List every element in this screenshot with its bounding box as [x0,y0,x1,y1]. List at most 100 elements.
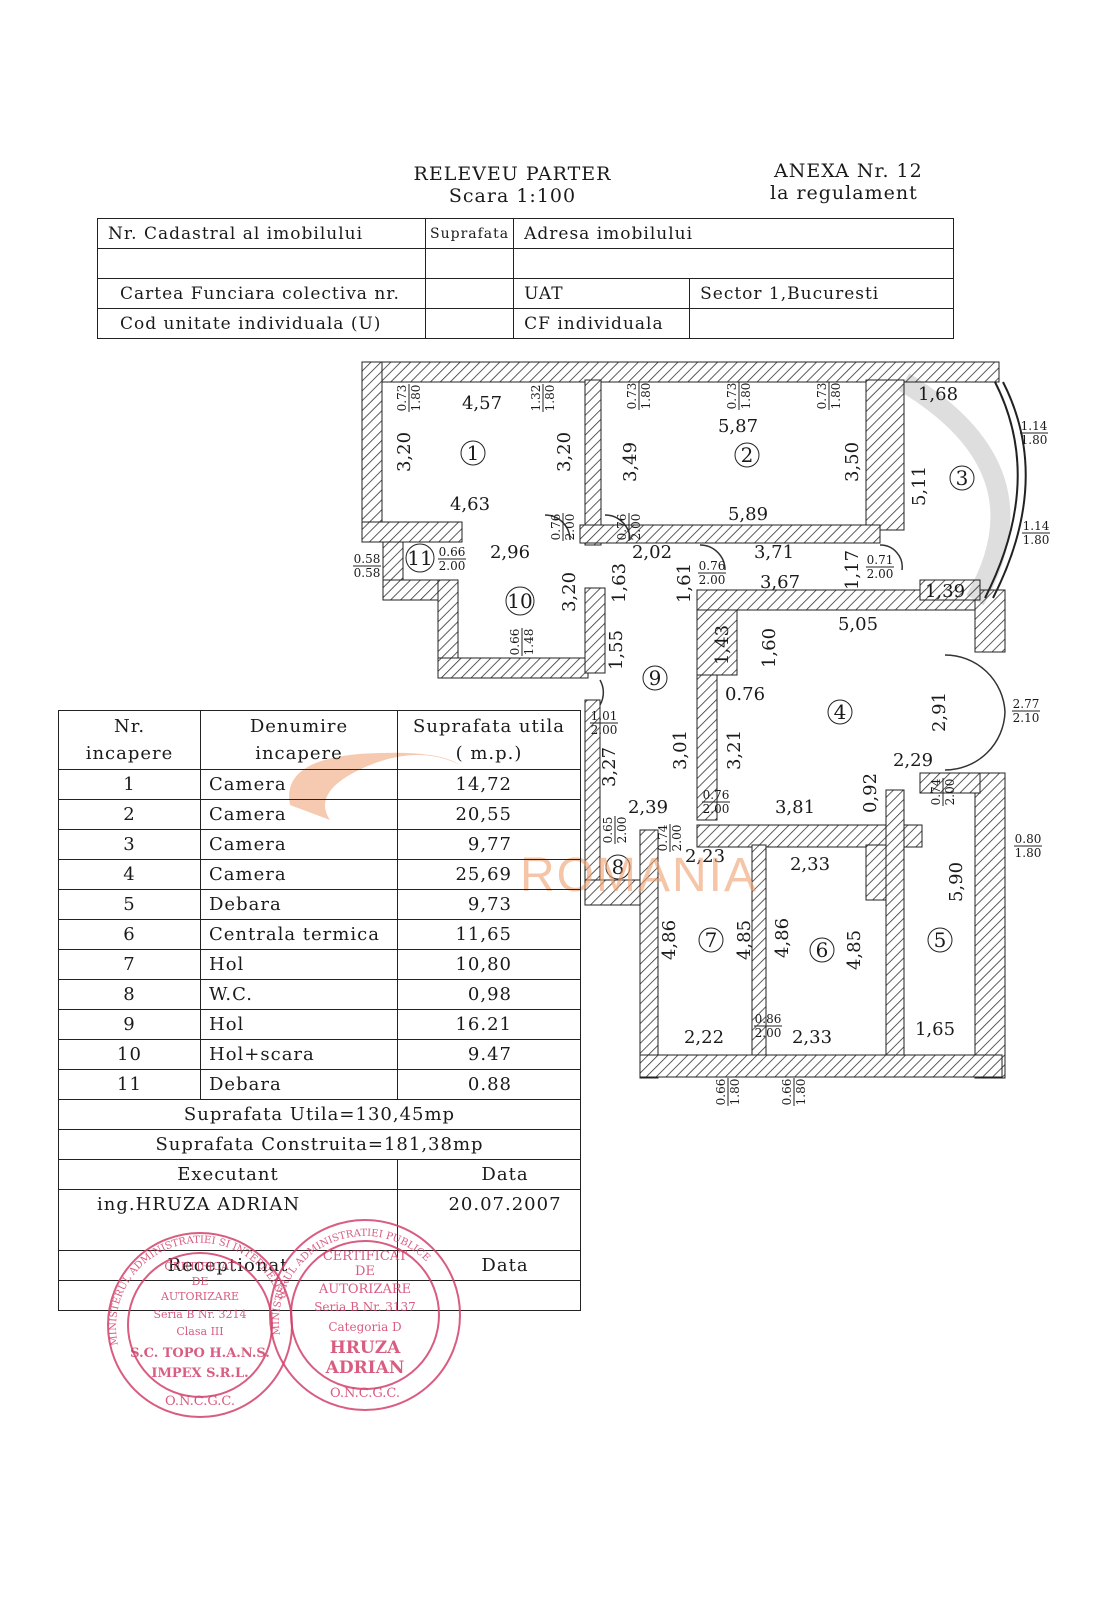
stamp1-line: IMPEX S.R.L. [151,1366,248,1381]
dim-label: 3,20 [394,432,415,472]
dim-label: 1,61 [674,563,695,603]
dim-label: 2,91 [929,692,950,732]
dim-label: 1,60 [759,628,780,668]
dim-label: 3,27 [599,747,620,787]
opening-width: 0.76 [615,514,629,541]
room-labels: 1 2 3 4 5 6 7 8 9 10 11 [405,440,975,963]
opening-width: 0.76 [699,559,726,573]
info-table: Nr. Cadastral al imobilului Suprafata Ad… [97,218,954,339]
dim-label: 2,23 [685,846,725,867]
opening-width: 0.71 [867,553,894,567]
legend-table: Nr. incapere Denumire incapere Suprafata… [58,710,581,1311]
dim-label: 5,89 [728,504,768,525]
room-2-label: 2 [741,443,754,467]
suprafata-utila: Suprafata Utila=130,45mp [58,1099,581,1130]
room-name: Hol [200,1009,398,1040]
room-4-label: 4 [834,700,847,724]
receptionat-label: Receptionat [58,1250,398,1281]
opening-width: 0.76 [703,788,730,802]
executant-label: Executant [58,1159,398,1190]
opening-width: 0.76 [549,514,563,541]
dim-label: 1,68 [918,384,958,405]
room-name: W.C. [200,979,398,1010]
dim-label: 5,11 [909,466,930,506]
opening-height: 2.00 [629,514,643,541]
dim-label: 1,55 [606,630,627,670]
dim-label: 1,43 [712,625,733,665]
room-8-label: 8 [612,855,625,879]
room-number: 7 [58,949,201,980]
dim-label: 4,63 [450,494,490,515]
opening-width: 0.66 [780,1079,794,1106]
dim-label: 2,39 [628,797,668,818]
opening-width: 0.58 [354,552,381,566]
sector-value: Sector 1,Bucuresti [689,278,954,309]
stamp1-line: O.N.C.G.C. [165,1394,235,1409]
opening-width: 0.73 [625,383,639,410]
dim-label: 1,63 [609,563,630,603]
room-area: 10,80 [397,949,581,980]
stamp2-line: DE [355,1264,375,1279]
opening-height: 2.00 [439,559,466,573]
opening-height: 1.80 [728,1079,742,1106]
dim-label: 2,22 [684,1027,724,1048]
opening-width: 0.73 [725,383,739,410]
room-9-label: 9 [649,666,662,690]
room-1-label: 1 [467,441,480,465]
opening-height: 1.80 [639,383,653,410]
room-area: 16.21 [397,1009,581,1040]
stamp2-line: Seria B Nr. 3137 [314,1300,416,1314]
room-number: 3 [58,829,201,860]
opening-width: 2.77 [1013,697,1040,711]
room-area: 11,65 [397,919,581,950]
dim-label: 2,96 [490,542,530,563]
col-denumire-header: Denumire incapere [200,710,398,770]
room-number: 6 [58,919,201,950]
opening-width: 0.86 [755,1012,782,1026]
room-area: 14,72 [397,769,581,800]
stamp2-line: Categoria D [328,1320,401,1334]
anexa-line1: ANEXA Nr. 12 [774,160,923,182]
opening-height: 1.80 [829,383,843,410]
opening-width: 1.14 [1021,419,1048,433]
opening-width: 0.65 [601,817,615,844]
opening-width: 0.80 [1015,832,1042,846]
dim-label: 3,50 [842,442,863,482]
opening-height: 2.00 [699,573,726,587]
room-number: 9 [58,1009,201,1040]
opening-width: 0.74 [656,824,670,851]
room-number: 1 [58,769,201,800]
dim-label: 1,65 [915,1019,955,1040]
room-area: 0,98 [397,979,581,1010]
stamp2-line: O.N.C.G.C. [330,1386,400,1401]
suprafata-construita: Suprafata Construita=181,38mp [58,1129,581,1160]
anexa-block: ANEXA Nr. 12 la regulament [770,160,923,204]
room-name: Camera [200,859,398,890]
anexa-line2: la regulament [770,182,918,204]
stamp1-line: CERTIFICAT [164,1260,236,1273]
opening-height: 2.10 [1013,711,1040,725]
cod-unitate-label: Cod unitate individuala (U) [97,308,426,339]
cadastral-label: Nr. Cadastral al imobilului [97,218,426,249]
room-name: Centrala termica [200,919,398,950]
dim-label: 5,90 [946,862,967,902]
opening-height: 1.80 [739,383,753,410]
dim-label: 2,29 [893,750,933,771]
room-area: 20,55 [397,799,581,830]
opening-width: 0.66 [439,545,466,559]
stamp1-line: Clasa III [176,1325,223,1338]
room-area: 9.47 [397,1039,581,1070]
room-7-label: 7 [705,928,718,952]
room-number: 10 [58,1039,201,1070]
opening-height: 1.80 [543,385,557,412]
plan-title: RELEVEU PARTER Scara 1:100 [400,163,625,207]
